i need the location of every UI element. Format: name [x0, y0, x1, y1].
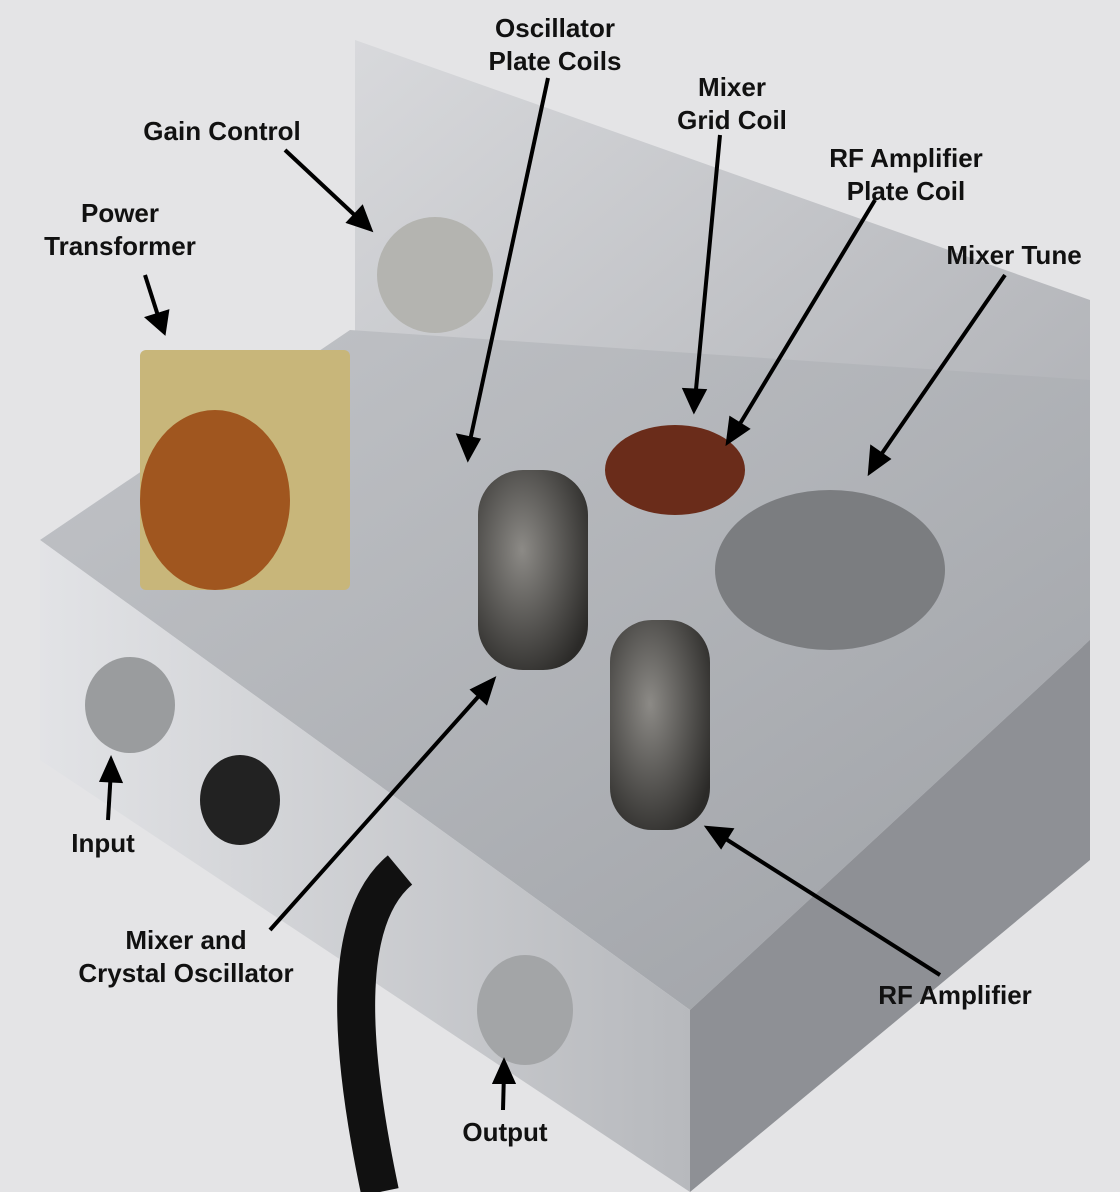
label-power-transformer: Power Transformer — [44, 197, 196, 263]
label-line: Plate Coil — [846, 176, 966, 206]
power-cord — [337, 855, 414, 1192]
label-line: Mixer — [698, 72, 766, 102]
label-mixer-crystal-oscillator: Mixer and Crystal Oscillator — [78, 924, 293, 990]
label-line: Output — [462, 1117, 548, 1147]
power-transformer — [140, 350, 350, 590]
mixer-tube — [478, 470, 588, 670]
label-line: RF Amplifier — [878, 980, 1032, 1010]
label-line: Power — [80, 198, 160, 228]
label-gain-control: Gain Control — [143, 115, 300, 148]
rf-amplifier-tube — [610, 620, 710, 830]
label-line: Gain Control — [143, 116, 301, 146]
label-line: Input — [71, 828, 135, 858]
label-oscillator-plate-coils: Oscillator Plate Coils — [489, 12, 622, 78]
fuse-holder — [200, 755, 280, 845]
label-line: Plate Coils — [488, 46, 622, 76]
label-mixer-tune: Mixer Tune — [946, 239, 1081, 272]
label-line: Grid Coil — [677, 105, 787, 135]
tuning-capacitor — [715, 490, 945, 650]
plate-coil — [605, 425, 745, 515]
annotation-arrows — [98, 77, 1007, 1111]
label-rf-amplifier-plate-coil: RF Amplifier Plate Coil — [829, 142, 983, 208]
label-line: Mixer and — [125, 925, 247, 955]
label-line: Oscillator — [495, 13, 615, 43]
label-line: Transformer — [44, 231, 196, 261]
gain-potentiometer — [377, 217, 493, 333]
chassis-side — [690, 640, 1090, 1192]
label-line: RF Amplifier — [829, 143, 983, 173]
label-rf-amplifier: RF Amplifier — [878, 979, 1032, 1012]
input-connector — [85, 657, 175, 753]
label-line: Crystal Oscillator — [78, 958, 294, 988]
label-line: Mixer Tune — [946, 240, 1082, 270]
label-mixer-grid-coil: Mixer Grid Coil — [677, 71, 787, 137]
label-input: Input — [71, 827, 135, 860]
output-connector — [477, 955, 573, 1065]
label-output: Output — [462, 1116, 547, 1149]
